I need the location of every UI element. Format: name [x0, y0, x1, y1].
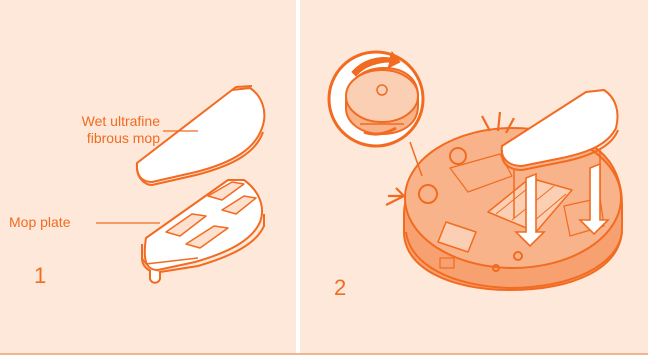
panel-step-2: 2 [300, 0, 648, 353]
bottom-divider [0, 353, 648, 355]
wet-mop-label-line1: Wet ultrafine [40, 113, 160, 130]
wet-mop-label-line2: fibrous mop [40, 130, 160, 147]
robot-install-illustration [300, 0, 648, 353]
step-number-2: 2 [334, 276, 346, 300]
panel-step-1: Wet ultrafine fibrous mop Mop plate 1 [0, 0, 296, 353]
magnified-detail-callout [329, 52, 423, 176]
mop-plate [142, 180, 264, 283]
wet-mop-label: Wet ultrafine fibrous mop [40, 113, 160, 147]
mop-assembly-illustration [0, 0, 296, 353]
mop-plate-label: Mop plate [9, 214, 70, 231]
step-number-1: 1 [34, 264, 46, 288]
